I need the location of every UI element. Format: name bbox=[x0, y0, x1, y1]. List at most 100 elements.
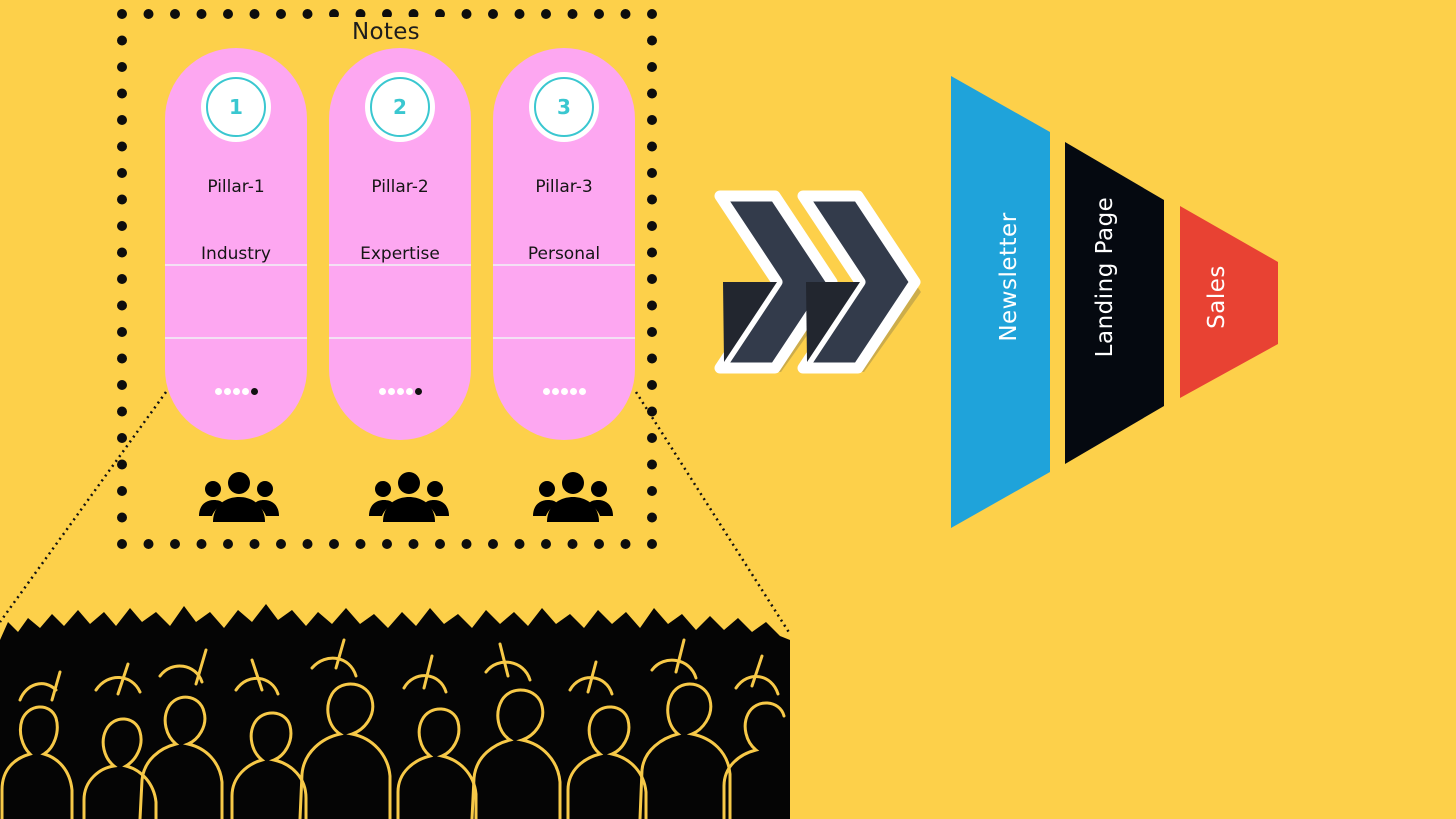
pillar-number-badge: 3 bbox=[529, 72, 599, 142]
frame-dot bbox=[329, 9, 339, 19]
pillar-number: 3 bbox=[534, 77, 594, 137]
frame-dot bbox=[117, 35, 127, 46]
frame-dot bbox=[647, 459, 657, 470]
frame-dot bbox=[488, 9, 498, 19]
frame-dot bbox=[647, 9, 657, 19]
frame-dot bbox=[647, 247, 657, 258]
pillar-card-3: 3 Pillar-3 Personal bbox=[493, 48, 635, 440]
frame-dot bbox=[647, 433, 657, 443]
frame-dot bbox=[647, 274, 657, 284]
progress-dot bbox=[414, 388, 422, 395]
frame-dot bbox=[408, 9, 419, 19]
pillar-topic: Industry bbox=[201, 244, 271, 264]
progress-dot bbox=[223, 388, 231, 395]
progress-dots bbox=[329, 388, 471, 395]
progress-dot bbox=[560, 388, 568, 395]
frame-dot bbox=[329, 539, 339, 549]
frame-dot bbox=[647, 115, 657, 125]
frame-dot bbox=[117, 194, 127, 205]
frame-dot bbox=[196, 9, 207, 19]
frame-dot bbox=[117, 141, 127, 152]
frame-dot bbox=[514, 9, 525, 19]
funnel-stage-landing-page bbox=[1065, 142, 1164, 464]
frame-dot bbox=[647, 221, 657, 231]
frame-dot bbox=[647, 380, 657, 390]
divider bbox=[165, 337, 307, 339]
progress-dot bbox=[578, 388, 586, 395]
frame-dot bbox=[117, 539, 127, 549]
frame-dot bbox=[541, 9, 551, 19]
progress-dots bbox=[165, 388, 307, 395]
frame-dot bbox=[276, 9, 286, 19]
frame-dot bbox=[117, 115, 127, 125]
pillar-card-1: 1 Pillar-1 Industry bbox=[165, 48, 307, 440]
double-chevron-right-icon bbox=[714, 190, 921, 374]
frame-dot bbox=[117, 9, 127, 19]
frame-dot bbox=[117, 168, 127, 178]
frame-dot bbox=[249, 9, 260, 19]
progress-dot bbox=[569, 388, 577, 395]
crowd-silhouette-icon bbox=[0, 604, 790, 819]
progress-dot bbox=[250, 388, 258, 395]
funnel bbox=[951, 76, 1278, 528]
frame-dot bbox=[488, 539, 498, 549]
progress-dot bbox=[378, 388, 386, 395]
frame-dot bbox=[276, 539, 286, 549]
pillar-number-badge: 2 bbox=[365, 72, 435, 142]
pillar-number: 2 bbox=[370, 77, 430, 137]
funnel-label-landing-page: Landing Page bbox=[1092, 196, 1118, 358]
frame-dot bbox=[567, 9, 578, 19]
frame-dot bbox=[647, 539, 657, 549]
frame-dot bbox=[143, 539, 154, 549]
frame-dot bbox=[647, 35, 657, 46]
funnel-label-newsletter: Newsletter bbox=[996, 212, 1022, 342]
frame-dot bbox=[647, 194, 657, 205]
frame-dot bbox=[196, 539, 207, 549]
divider bbox=[165, 264, 307, 266]
frame-dot bbox=[117, 380, 127, 390]
frame-dot bbox=[117, 459, 127, 470]
frame-dot bbox=[117, 433, 127, 443]
frame-dot bbox=[382, 9, 392, 19]
frame-dot bbox=[117, 300, 127, 311]
frame-dot bbox=[355, 539, 366, 549]
frame-dot bbox=[647, 327, 657, 337]
frame-dot bbox=[461, 9, 472, 19]
frame-dot bbox=[541, 539, 551, 549]
frame-dot bbox=[435, 9, 445, 19]
frame-dot bbox=[647, 406, 657, 417]
frame-dot bbox=[117, 486, 127, 496]
pillar-topic: Expertise bbox=[360, 244, 440, 264]
frame-dot bbox=[594, 539, 604, 549]
pillar-number-badge: 1 bbox=[201, 72, 271, 142]
frame-dot bbox=[117, 512, 127, 523]
frame-dot bbox=[647, 512, 657, 523]
frame-dot bbox=[620, 9, 631, 19]
frame-dot bbox=[223, 9, 233, 19]
group-icon bbox=[533, 472, 613, 522]
divider bbox=[493, 337, 635, 339]
frame-dot bbox=[117, 353, 127, 364]
divider bbox=[493, 264, 635, 266]
frame-dot bbox=[647, 88, 657, 99]
pillar-topic: Personal bbox=[527, 244, 601, 264]
pillar-name: Pillar-1 bbox=[207, 177, 265, 197]
frame-dot bbox=[170, 9, 180, 19]
notes-title: Notes bbox=[311, 17, 461, 47]
progress-dot bbox=[551, 388, 559, 395]
group-icon bbox=[369, 472, 449, 522]
progress-dot bbox=[542, 388, 550, 395]
funnel-stage-newsletter bbox=[951, 76, 1050, 528]
frame-dot bbox=[117, 88, 127, 99]
frame-dot bbox=[117, 247, 127, 258]
divider bbox=[329, 337, 471, 339]
frame-dot bbox=[117, 274, 127, 284]
group-icon bbox=[199, 472, 279, 522]
frame-dot bbox=[223, 539, 233, 549]
frame-dot bbox=[117, 221, 127, 231]
frame-dot bbox=[647, 353, 657, 364]
frame-dot bbox=[647, 62, 657, 72]
frame-dot bbox=[249, 539, 260, 549]
frame-dot bbox=[355, 9, 366, 19]
